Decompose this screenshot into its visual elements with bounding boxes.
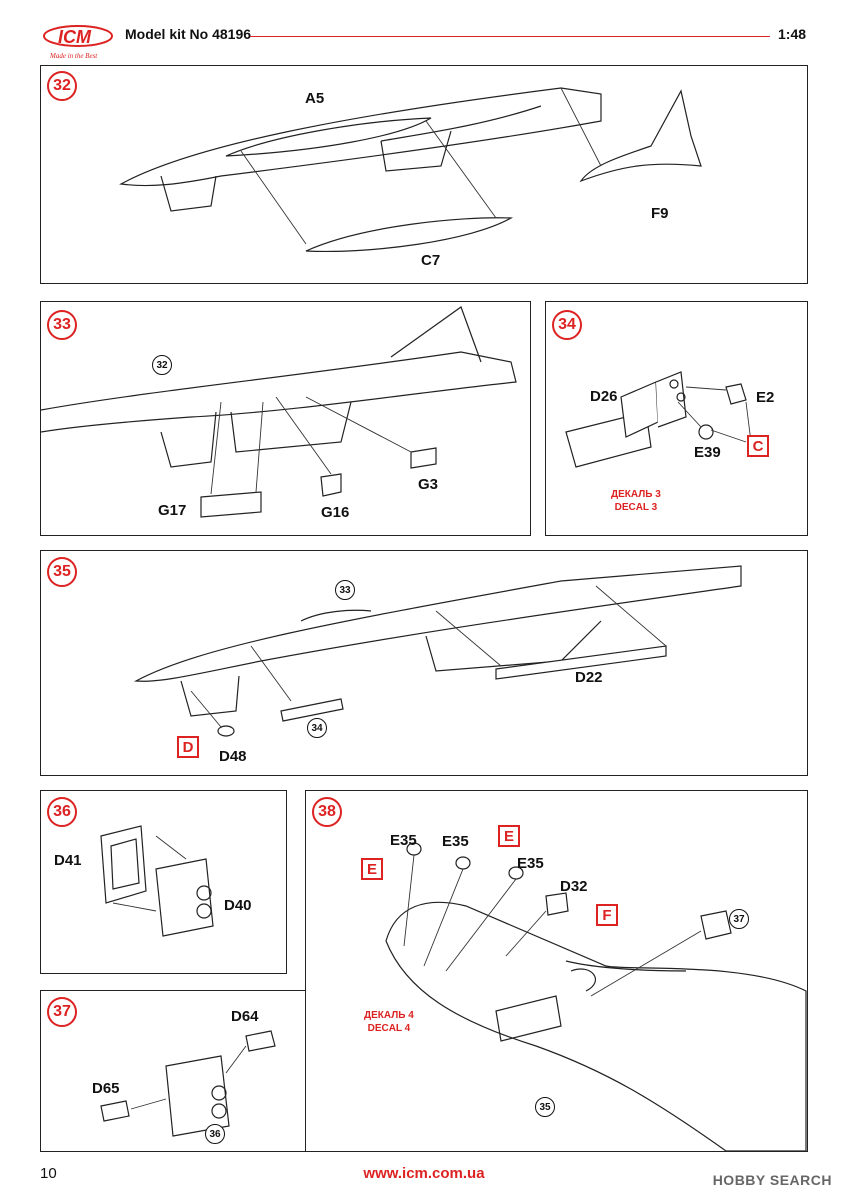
part-e2-label: E2	[756, 389, 775, 406]
step-32-number: 32	[47, 71, 77, 101]
ref-step-37: 37	[729, 909, 749, 929]
sprue-c-box: C	[747, 435, 769, 457]
part-d65-label: D65	[92, 1080, 120, 1097]
part-a5-label: A5	[305, 90, 325, 107]
step-38-drawing	[385, 842, 807, 1151]
ref-step-35: 35	[535, 1097, 555, 1117]
step-35-panel: 35 33 34 D22 D D48	[40, 550, 808, 776]
part-d40-label: D40	[224, 897, 252, 914]
part-g17-label: G17	[158, 502, 187, 519]
step-33-panel: 33 32 G17 G16 G3	[40, 301, 531, 536]
step-33-drawing	[41, 306, 517, 518]
part-e35-label-3: E35	[517, 855, 544, 872]
watermark-brand: HOBBY SEARCH	[712, 1172, 832, 1188]
part-d32-label: D32	[560, 878, 588, 895]
step-32-panel: 32 A5 C7 F9	[40, 65, 808, 284]
page-number: 10	[40, 1165, 57, 1182]
decal-3-ru: ДЕКАЛЬ 3	[611, 489, 661, 500]
part-f9-label: F9	[651, 205, 669, 222]
model-kit-number: Model kit No 48196	[125, 26, 252, 42]
step-37-number: 37	[47, 997, 77, 1027]
step-35-number: 35	[47, 557, 77, 587]
website-url: www.icm.com.ua	[363, 1165, 485, 1182]
part-d41-label: D41	[54, 852, 82, 869]
step-34-drawing	[565, 371, 752, 468]
part-g3-label: G3	[418, 476, 439, 493]
sprue-e-box-1: E	[361, 858, 383, 880]
header-rule	[250, 36, 770, 37]
decal-3-note: ДЕКАЛЬ 3 DECAL 3	[611, 488, 661, 514]
part-e35-label-2: E35	[442, 833, 469, 850]
ref-step-36: 36	[205, 1124, 225, 1144]
logo-tagline: Made in the Best	[49, 52, 98, 60]
scale: 1:48	[778, 26, 807, 42]
ref-step-33: 33	[335, 580, 355, 600]
icm-logo: ICM Made in the Best	[40, 18, 120, 64]
part-d64-label: D64	[231, 1008, 259, 1025]
decal-4-ru: ДЕКАЛЬ 4	[364, 1010, 414, 1021]
sprue-d-box: D	[177, 736, 199, 758]
step-36-number: 36	[47, 797, 77, 827]
step-37-panel: 37 D64 D65 36	[40, 990, 338, 1152]
step-36-drawing	[100, 825, 214, 937]
part-d48-label: D48	[219, 748, 247, 765]
ref-step-34: 34	[307, 718, 327, 738]
logo-text: ICM	[58, 27, 92, 47]
part-c7-label: C7	[421, 252, 441, 269]
decal-4-en: DECAL 4	[367, 1023, 411, 1034]
part-e39-label: E39	[694, 444, 721, 461]
step-37-drawing	[100, 1030, 276, 1137]
sprue-e-box-2: E	[498, 825, 520, 847]
step-35-drawing	[133, 565, 742, 737]
part-e35-label-1: E35	[390, 832, 417, 849]
sprue-f-box: F	[596, 904, 618, 926]
step-38-number: 38	[312, 797, 342, 827]
step-32-drawing	[119, 87, 702, 252]
decal-4-note: ДЕКАЛЬ 4 DECAL 4	[364, 1009, 414, 1035]
step-34-panel: 34 D26 E2 E39 C ДЕКАЛЬ 3 DECAL 3	[545, 301, 808, 536]
watermark: HOBBY SEARCH	[713, 1172, 832, 1188]
step-38-panel: 38 E35 E35 E35 D32 E E F 37 35 ДЕКАЛЬ 4 …	[305, 790, 808, 1152]
step-33-number: 33	[47, 310, 77, 340]
ref-step-32: 32	[152, 355, 172, 375]
part-d22-label: D22	[575, 669, 603, 686]
step-34-number: 34	[552, 310, 582, 340]
part-d26-label: D26	[590, 388, 618, 405]
part-g16-label: G16	[321, 504, 350, 521]
decal-3-en: DECAL 3	[614, 502, 658, 513]
step-36-panel: 36 D41 D40	[40, 790, 287, 974]
